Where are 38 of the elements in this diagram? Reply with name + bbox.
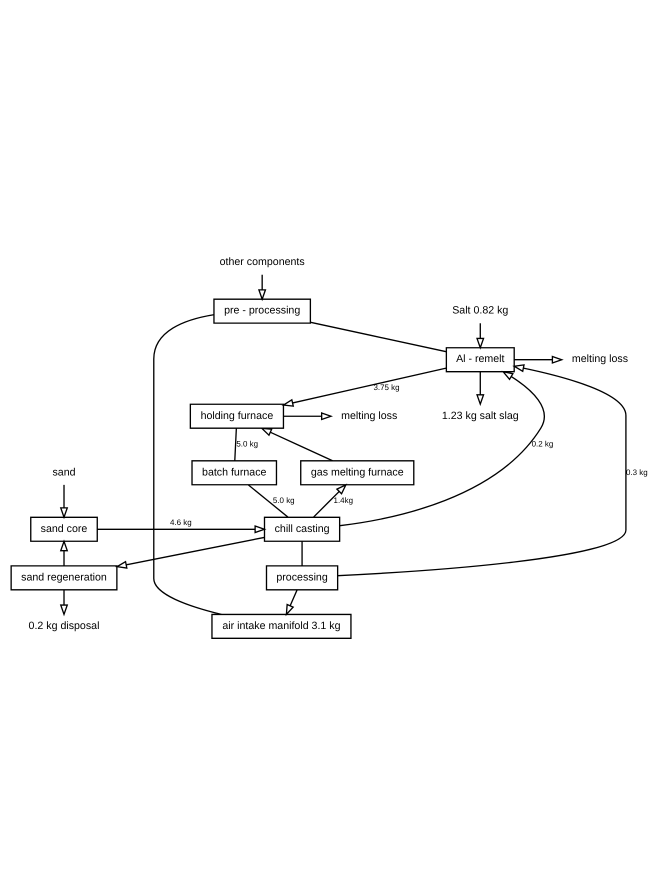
arrow: [60, 590, 68, 616]
connector: [310, 322, 446, 352]
arrow: [258, 274, 266, 302]
node-text: other components: [220, 256, 305, 268]
node-text: 1.23 kg salt slag: [442, 410, 519, 422]
node-box: sand regeneration: [10, 565, 118, 590]
node-text: 0.2 kg disposal: [28, 620, 100, 632]
arrow: [286, 590, 298, 616]
node-box: pre - processing: [213, 298, 312, 324]
node-box: gas melting furnace: [300, 460, 414, 486]
arrow: [313, 483, 348, 518]
node-text: Salt 0.82 kg: [452, 304, 508, 317]
arrow: [60, 484, 68, 520]
node-box: sand core: [30, 516, 98, 542]
connector: [301, 541, 303, 566]
node-text: melting loss: [341, 410, 398, 422]
connector: [153, 314, 222, 616]
arrow: [282, 367, 446, 407]
node-box: Al - remelt: [446, 347, 515, 372]
connector: [234, 428, 238, 461]
node-box: processing: [266, 565, 338, 590]
arrow: [97, 525, 266, 534]
arrow: [476, 372, 484, 406]
arrow: [340, 370, 545, 526]
arrow: [514, 356, 564, 364]
arrow: [60, 539, 68, 566]
node-box: holding furnace: [190, 404, 284, 429]
arrow: [115, 536, 264, 569]
arrow: [284, 412, 333, 420]
node-box: batch furnace: [191, 460, 278, 486]
node-text: sand: [52, 466, 76, 478]
arrow: [476, 323, 484, 350]
connector: [248, 484, 288, 518]
arrow: [338, 364, 627, 576]
node-box: chill casting: [264, 516, 340, 542]
node-text: melting loss: [572, 353, 628, 366]
node-box: air intake manifold 3.1 kg: [211, 614, 352, 639]
arrow: [260, 428, 333, 462]
